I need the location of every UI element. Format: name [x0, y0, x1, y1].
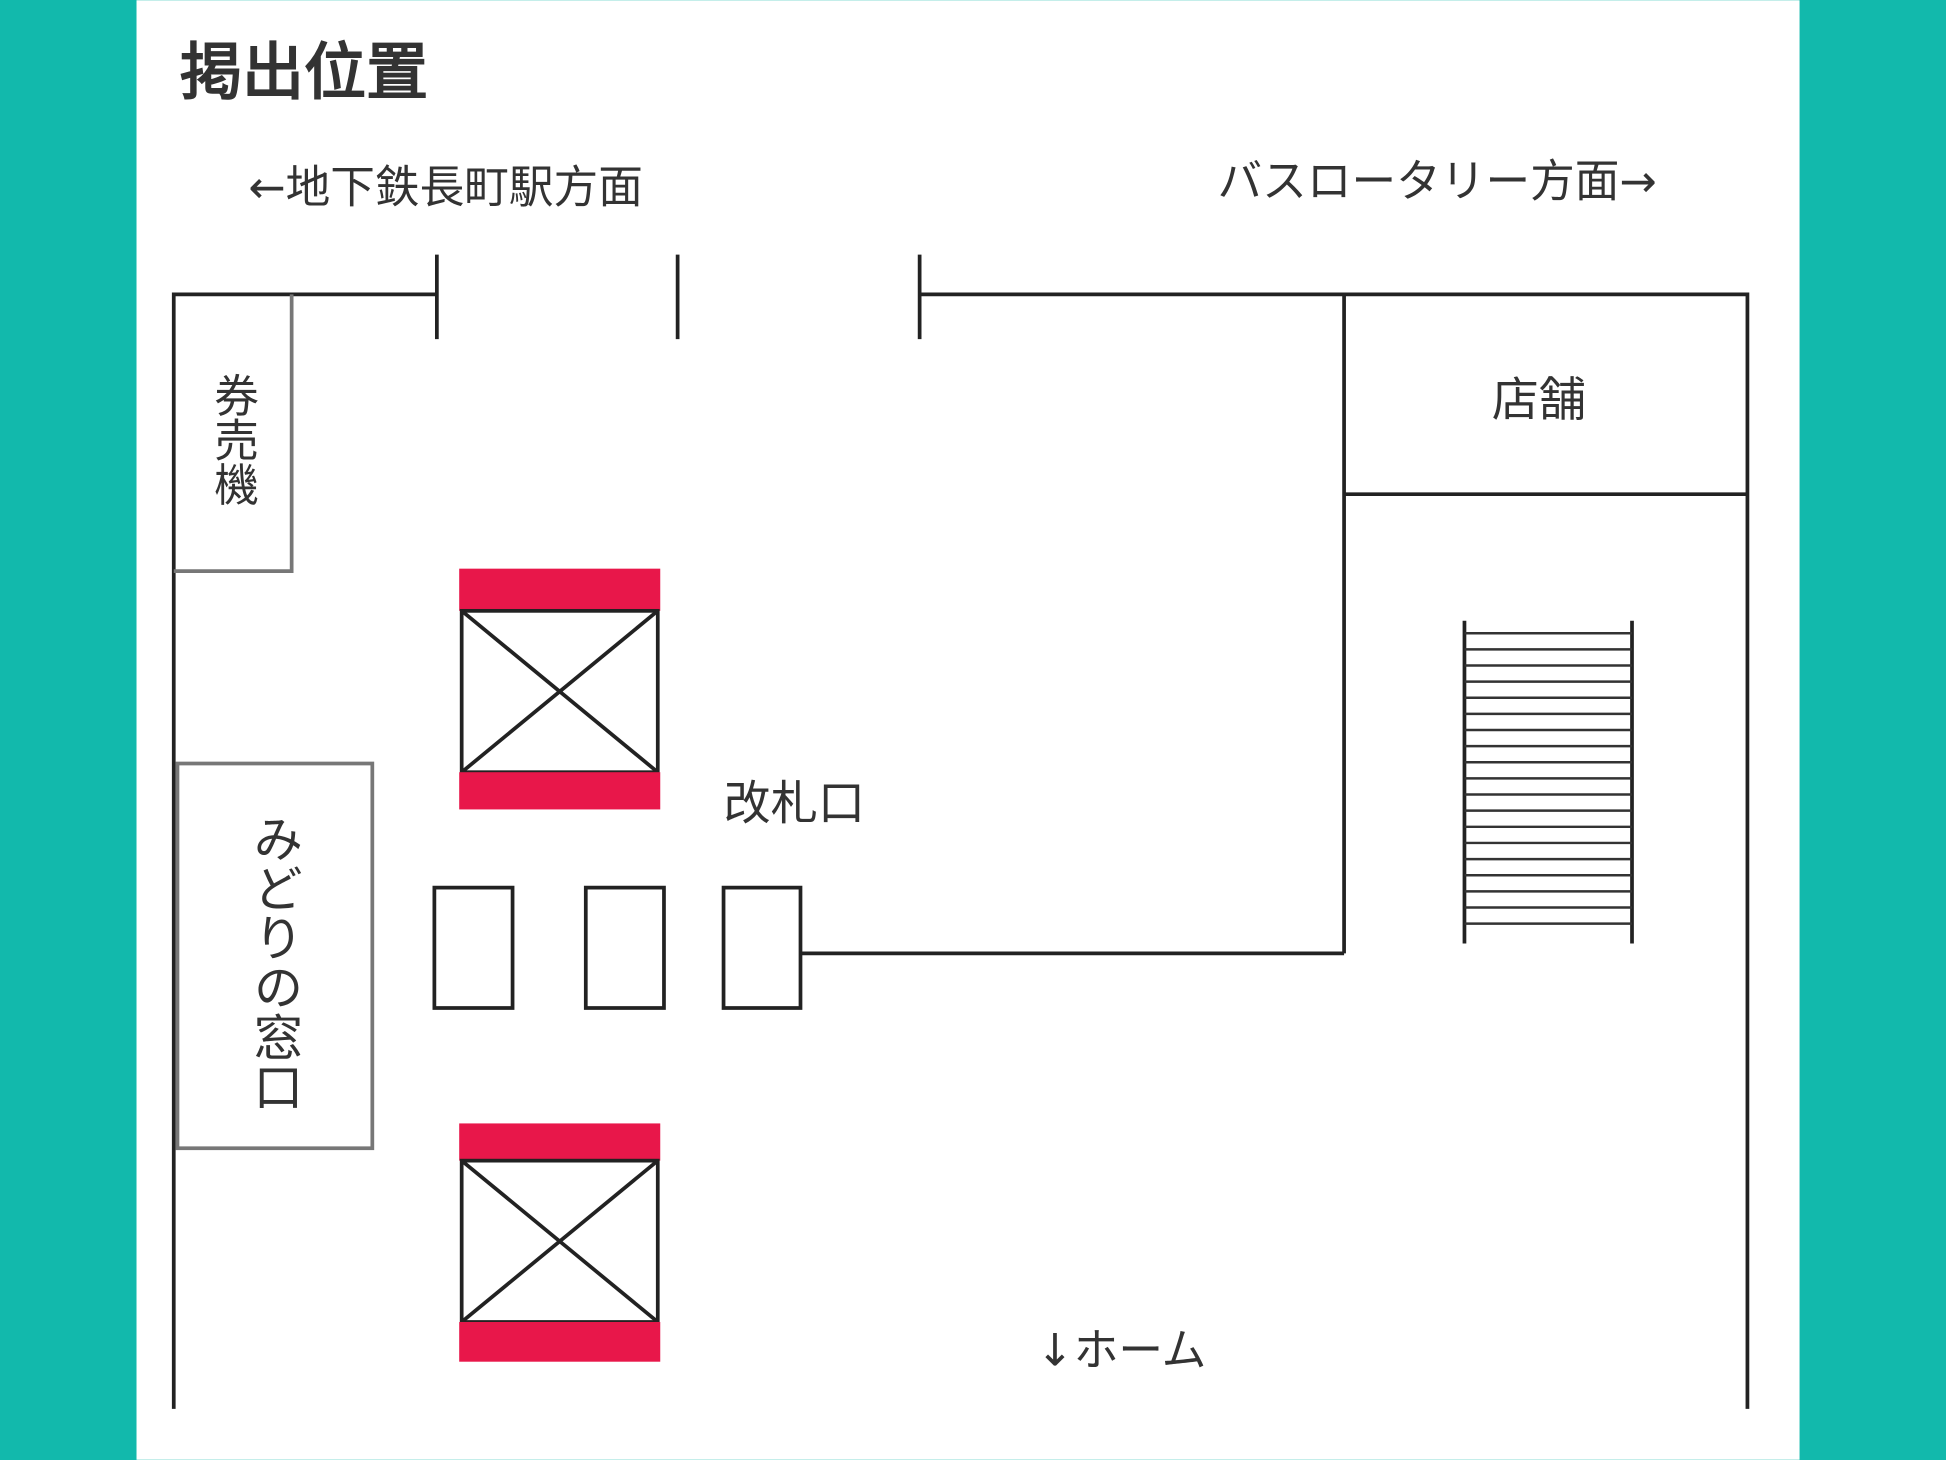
poster-location-top — [459, 568, 661, 810]
midori-window: みどりの窓口 — [175, 761, 375, 1151]
ticket-gates — [432, 885, 803, 1010]
ticket-machine: 券売機 — [173, 294, 294, 574]
direction-platform: ↓ホーム — [1036, 1324, 1206, 1376]
gate — [583, 885, 666, 1010]
ticket-gate-label: 改札口 — [724, 776, 865, 831]
store-label: 店舗 — [1492, 373, 1586, 428]
stairs-icon — [1462, 620, 1634, 944]
midori-window-label: みどりの窓口 — [245, 813, 303, 1111]
page-title: 掲出位置 — [180, 35, 428, 108]
walls — [171, 254, 1750, 1409]
poster-marker — [459, 1123, 661, 1161]
poster-marker — [459, 568, 661, 611]
direction-bus: バスロータリー方面→ — [1218, 155, 1657, 207]
gate — [721, 885, 803, 1010]
poster-marker — [459, 1321, 661, 1362]
poster-marker — [459, 772, 661, 810]
direction-subway: ←地下鉄長町駅方面 — [248, 162, 643, 214]
gate — [432, 885, 515, 1010]
ticket-machine-label: 券売機 — [206, 373, 258, 507]
poster-location-bottom — [459, 1123, 661, 1362]
